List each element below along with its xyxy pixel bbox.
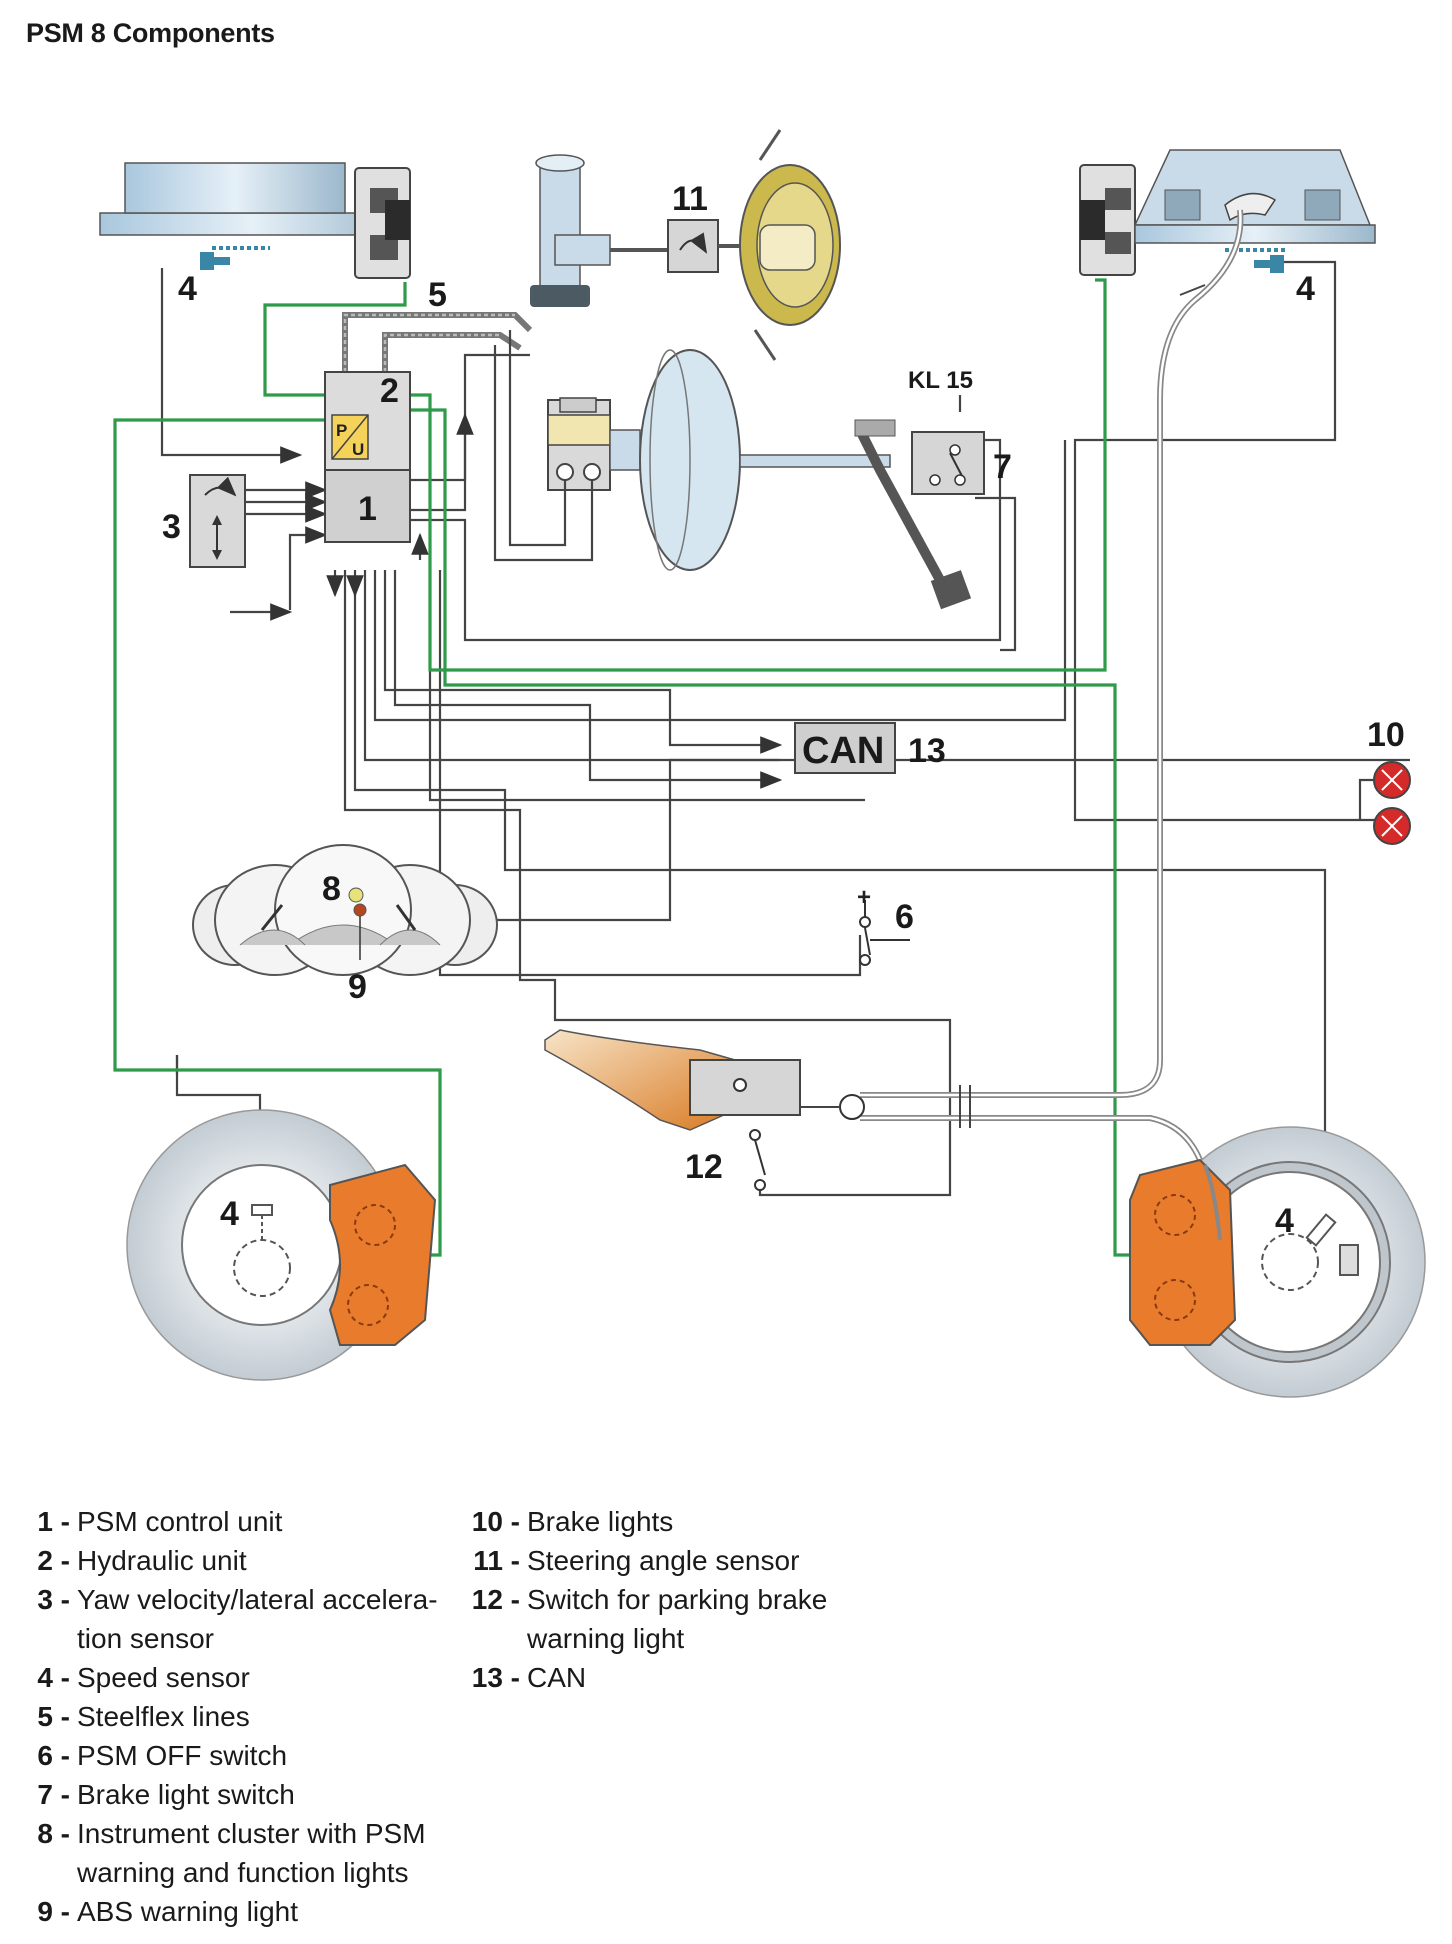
- green-line-front-left: [263, 282, 407, 397]
- legend-left: 1 -PSM control unit 2 -Hydraulic unit 3 …: [26, 1502, 446, 1931]
- kl15-label: KL 15: [908, 367, 973, 394]
- callout-4-rear-right: 4: [1275, 1202, 1294, 1240]
- psm-control-unit: P U: [324, 371, 411, 543]
- wire-lower-left-in: [288, 526, 328, 610]
- parking-brake-lever: [544, 1029, 865, 1191]
- wire-brake-switch: [975, 496, 1017, 652]
- legend-item-13: 13 -CAN: [471, 1662, 587, 1693]
- yaw-sensor: [189, 474, 246, 568]
- legend-item-6: 6 -PSM OFF switch: [37, 1740, 288, 1771]
- legend-item-2: 2 -Hydraulic unit: [37, 1545, 247, 1576]
- legend-item-11: 11 -Steering angle sensor: [473, 1545, 800, 1576]
- brake-lights: [1373, 761, 1411, 845]
- wire-lower-1: [363, 570, 1410, 762]
- callout-1: 1: [358, 490, 377, 528]
- pu-u-label: U: [352, 440, 364, 459]
- callout-3: 3: [162, 508, 181, 546]
- legend-item-8-cont: warning and function lights: [77, 1857, 409, 1888]
- psm-off-plus: +: [857, 884, 871, 911]
- rear-left-disc: [126, 1109, 437, 1381]
- callout-2: 2: [380, 372, 399, 410]
- wire-top-2: [410, 412, 474, 512]
- legend-right: 10 -Brake lights 11 -Steering angle sens…: [460, 1502, 880, 1697]
- steering-column: [530, 129, 841, 361]
- wire-can-3: [393, 570, 783, 789]
- brake-booster: [493, 330, 972, 610]
- wire-top-1: [410, 353, 530, 482]
- brake-light-switch: [911, 431, 985, 495]
- speed-sensor-front-left: [200, 246, 270, 270]
- callout-4-front-right: 4: [1296, 270, 1315, 308]
- wire-top-3: [410, 438, 1002, 642]
- legend-item-9: 9 -ABS warning light: [37, 1896, 299, 1927]
- green-line-rear-left: [113, 418, 442, 1257]
- can-box-label: CAN: [802, 730, 884, 772]
- legend-item-3-cont: tion sensor: [77, 1623, 214, 1654]
- wire-lower-3: [343, 570, 952, 1197]
- green-line-rear-right: [410, 408, 1140, 1257]
- callout-8: 8: [322, 870, 341, 908]
- front-left-disc: [99, 162, 411, 279]
- callout-10: 10: [1367, 716, 1405, 754]
- can-bus-box: CAN: [794, 722, 896, 774]
- wire-can-1: [383, 570, 783, 754]
- callout-12: 12: [685, 1148, 723, 1186]
- pu-p-label: P: [336, 421, 347, 440]
- wire-left-front-sensor: [160, 268, 303, 464]
- legend-item-12-cont: warning light: [527, 1623, 685, 1654]
- legend-item-12: 12 -Switch for parking brake: [471, 1584, 828, 1615]
- callout-6: 6: [895, 898, 914, 936]
- legend-item-7: 7 -Brake light switch: [37, 1779, 295, 1810]
- legend-item-5: 5 -Steelflex lines: [37, 1701, 250, 1732]
- callout-11: 11: [672, 180, 708, 218]
- legend-item-10: 10 -Brake lights: [471, 1506, 674, 1537]
- wire-lower-2: [353, 570, 1327, 1235]
- psm-off-switch: +: [857, 884, 910, 966]
- legend-item-8: 8 -Instrument cluster with PSM: [37, 1818, 426, 1849]
- legend-item-4: 4 -Speed sensor: [37, 1662, 250, 1693]
- wire-can-2: [373, 440, 1067, 722]
- legend-item-3: 3 -Yaw velocity/lateral accelera-: [37, 1584, 438, 1615]
- psm-diagram: P U: [99, 129, 1426, 1398]
- wire-psm-off-2: [438, 570, 862, 977]
- callout-4-rear-left: 4: [220, 1195, 239, 1233]
- page-title: PSM 8 Components: [26, 18, 275, 48]
- callout-9: 9: [348, 968, 367, 1006]
- front-right-disc: [1079, 149, 1376, 276]
- callout-7: 7: [993, 448, 1012, 486]
- rear-right-disc: [1129, 1126, 1426, 1398]
- green-line-front-right: [410, 278, 1107, 672]
- steelflex-lines: [342, 312, 533, 372]
- callout-13: 13: [908, 732, 946, 770]
- callout-5: 5: [428, 276, 447, 314]
- wire-right-sensor: [1073, 260, 1360, 822]
- callout-4-front-left: 4: [178, 270, 197, 308]
- hydraulic-green-lines: [113, 278, 1140, 1257]
- instrument-cluster: [192, 844, 498, 976]
- callout-labels: 1 2 3 4 4 4 4 5 6 7 8 9 10 11 12 13 KL 1…: [162, 180, 1405, 1240]
- legend-item-1: 1 -PSM control unit: [37, 1506, 283, 1537]
